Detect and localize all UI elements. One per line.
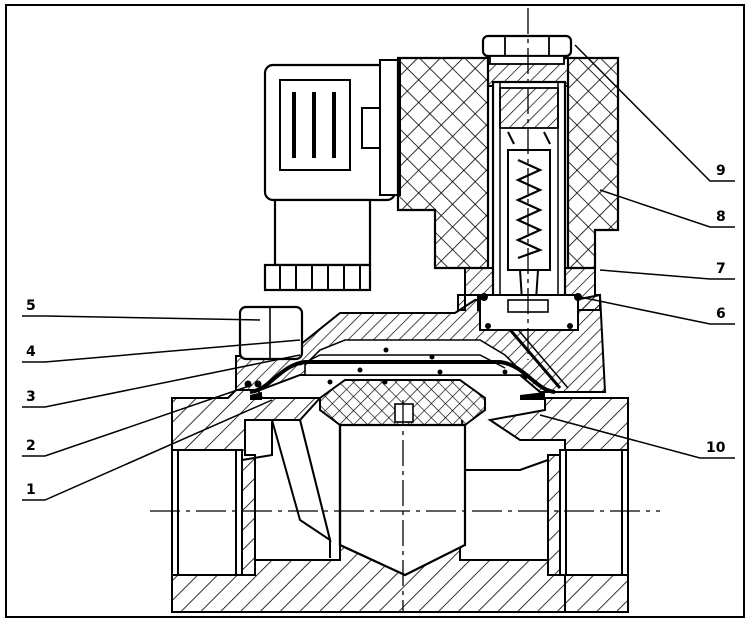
callout-3: 3 [26,389,36,405]
callout-9: 9 [716,163,726,179]
callout-8: 8 [716,209,726,225]
callout-1: 1 [26,482,36,498]
callout-10: 10 [706,440,726,456]
top-nut [481,34,573,65]
callout-7: 7 [716,261,726,277]
leader-lines [22,44,735,501]
cover-screw [238,305,304,361]
electrical-connector [263,59,401,292]
drawing-border [5,4,745,618]
callout-4: 4 [26,344,36,360]
callout-2: 2 [26,438,36,454]
center-lines [150,8,660,612]
callout-labels: 1 2 3 4 5 6 7 8 9 10 [26,163,726,498]
callout-6: 6 [716,306,726,322]
armature-tube [491,80,567,301]
callout-5: 5 [26,298,36,314]
